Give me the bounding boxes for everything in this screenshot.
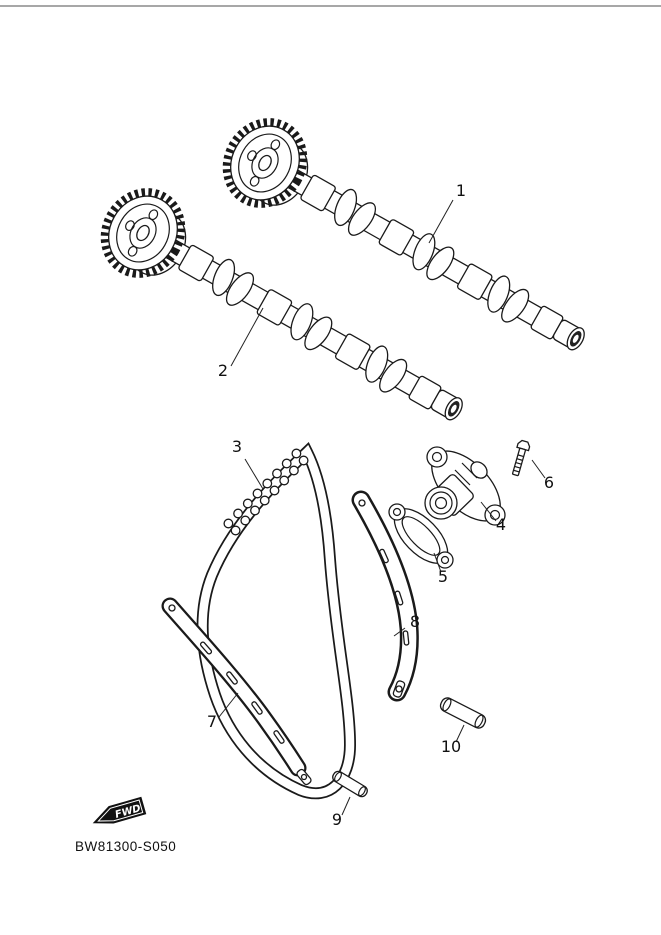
callout-8: 8 xyxy=(393,612,420,637)
camshaft-upper xyxy=(212,108,602,379)
callout-2-number: 2 xyxy=(218,361,228,380)
guide-pin-lower xyxy=(332,770,368,798)
callout-6: 6 xyxy=(531,459,554,492)
chain-link-detail xyxy=(223,448,309,536)
callout-4-number: 4 xyxy=(496,515,506,534)
guide-pin-right xyxy=(439,697,487,729)
callout-8-number: 8 xyxy=(410,612,420,631)
chain-tensioner xyxy=(424,446,506,526)
callout-7: 7 xyxy=(207,692,239,731)
callout-9: 9 xyxy=(332,796,351,829)
callout-5: 5 xyxy=(433,552,448,586)
drawing-number: BW81300-S050 xyxy=(75,839,176,854)
camshaft-lower xyxy=(90,178,480,449)
callout-2: 2 xyxy=(218,307,264,380)
fwd-direction-flag: FWD xyxy=(92,796,147,824)
callout-6-number: 6 xyxy=(544,473,554,492)
callout-1: 1 xyxy=(428,181,466,244)
callout-7-number: 7 xyxy=(207,712,217,731)
callout-3-number: 3 xyxy=(232,437,242,456)
chain-guide-front xyxy=(161,597,312,786)
callout-10: 10 xyxy=(441,724,465,756)
callout-4: 4 xyxy=(480,501,506,534)
cam-chain xyxy=(196,442,357,800)
callout-1-number: 1 xyxy=(456,181,466,200)
chain-guide-rear xyxy=(351,490,419,702)
tensioner-gasket xyxy=(388,503,454,569)
callout-10-number: 10 xyxy=(441,737,461,756)
callout-3: 3 xyxy=(232,437,264,490)
callout-9-number: 9 xyxy=(332,810,342,829)
callout-5-number: 5 xyxy=(438,567,448,586)
tensioner-bolt xyxy=(511,439,531,477)
